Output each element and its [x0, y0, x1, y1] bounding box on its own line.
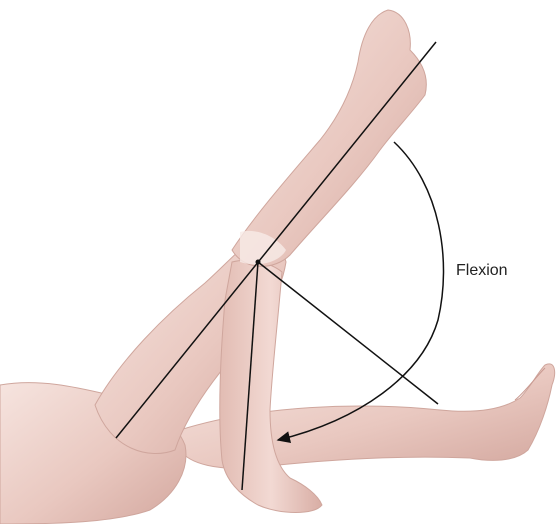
flexion-label: Flexion: [456, 262, 508, 280]
raised-leg: [232, 10, 426, 266]
knee-pivot-point: [256, 260, 261, 265]
lower-leg: [220, 260, 322, 512]
thigh-axis-line: [116, 42, 436, 438]
reference-line: [258, 262, 438, 404]
